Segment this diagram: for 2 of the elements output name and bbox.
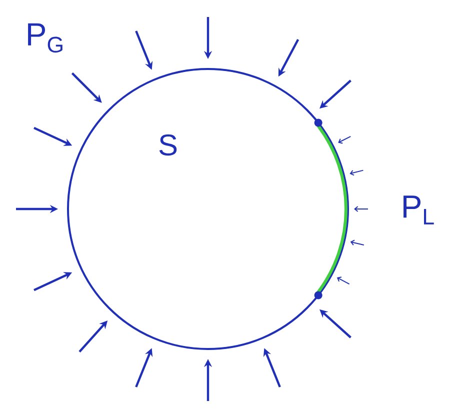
pressure-label: P$_{G}$	[28, 23, 62, 53]
pressure-label: P$_{L}$	[404, 196, 434, 224]
